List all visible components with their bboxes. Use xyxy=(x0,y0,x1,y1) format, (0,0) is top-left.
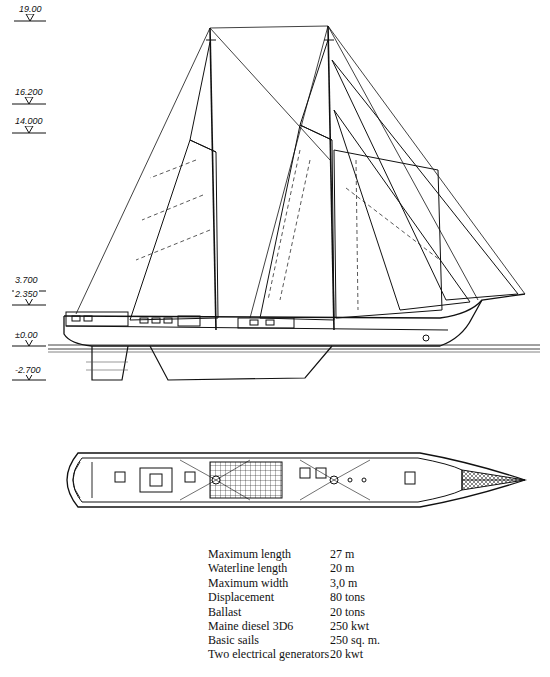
spec-cell: Maximum length xyxy=(208,548,291,560)
spec-cell: 20 m xyxy=(330,562,354,574)
spec-cell: 3,0 m xyxy=(330,577,357,589)
level-dimension: 3.700 xyxy=(14,276,39,285)
spec-cell: 250 sq. m. xyxy=(330,634,380,646)
spec-cell: Displacement xyxy=(208,591,274,603)
spec-cell: Maine diesel 3D6 xyxy=(208,620,293,632)
level-dimension: 14.000 xyxy=(14,117,44,126)
sails xyxy=(130,40,518,320)
hull-profile xyxy=(64,294,525,380)
level-markers xyxy=(12,14,46,380)
spec-cell: 20 kwt xyxy=(330,648,363,660)
spec-cell: Ballast xyxy=(208,606,241,618)
rigging xyxy=(76,26,525,318)
spec-cell: Basic sails xyxy=(208,634,259,646)
level-dimension: 2.350 xyxy=(14,290,39,299)
spec-cell: Maximum width xyxy=(208,577,288,589)
spec-cell: Waterline length xyxy=(208,562,287,574)
spec-cell: 250 kwt xyxy=(330,620,369,632)
spec-cell: Two electrical generators xyxy=(208,648,329,660)
masts xyxy=(206,26,334,330)
level-dimension: 16.200 xyxy=(14,88,44,97)
spec-cell: 27 m xyxy=(330,548,354,560)
deck-plan xyxy=(67,453,525,507)
level-dimension: 19.00 xyxy=(18,5,43,14)
spec-cell: 80 tons xyxy=(330,591,365,603)
spec-cell: 20 tons xyxy=(330,606,365,618)
level-dimension: ±0.00 xyxy=(14,331,38,340)
level-dimension: -2.700 xyxy=(14,366,42,375)
